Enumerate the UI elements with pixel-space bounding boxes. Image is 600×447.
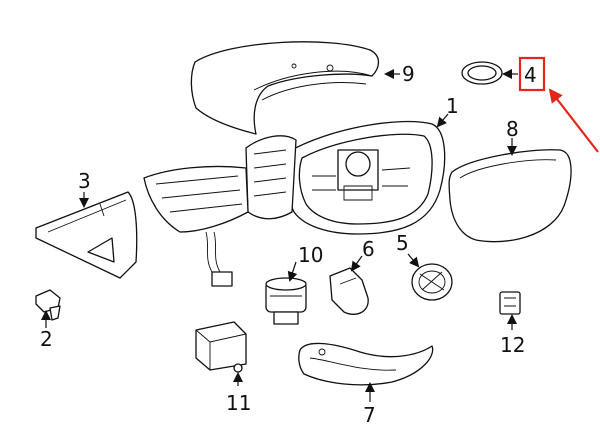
callout-11: 11 bbox=[226, 391, 251, 415]
callout-4: 4 bbox=[524, 63, 537, 87]
highlight-box bbox=[518, 56, 546, 92]
seal-ring-part bbox=[461, 61, 503, 85]
callout-4-highlight bbox=[518, 56, 599, 153]
callout-12: 12 bbox=[500, 333, 525, 357]
screw-part bbox=[35, 289, 61, 321]
callout-8: 8 bbox=[506, 117, 519, 141]
callout-7: 7 bbox=[363, 403, 376, 427]
actuator-part bbox=[265, 277, 307, 325]
callout-10: 10 bbox=[298, 243, 323, 267]
highlight-arrow bbox=[548, 88, 599, 153]
callout-1: 1 bbox=[446, 94, 459, 118]
leader-lines bbox=[41, 69, 518, 402]
mirror-cover-part bbox=[190, 41, 380, 135]
mirror-housing-assembly-part bbox=[143, 120, 446, 287]
callout-6: 6 bbox=[362, 237, 375, 261]
control-module-part bbox=[195, 321, 247, 373]
turn-signal-part bbox=[298, 342, 434, 386]
callout-5: 5 bbox=[396, 231, 409, 255]
lamp-unit-part bbox=[329, 267, 369, 315]
callout-2: 2 bbox=[40, 327, 53, 351]
callout-3: 3 bbox=[78, 169, 91, 193]
bracket-part bbox=[35, 191, 138, 279]
mirror-glass-part bbox=[448, 149, 572, 243]
callout-labels: 1 2 3 4 5 6 7 8 9 10 11 12 bbox=[40, 62, 537, 427]
callout-9: 9 bbox=[402, 62, 415, 86]
clip-part bbox=[499, 291, 521, 315]
round-motor-part bbox=[411, 263, 453, 301]
